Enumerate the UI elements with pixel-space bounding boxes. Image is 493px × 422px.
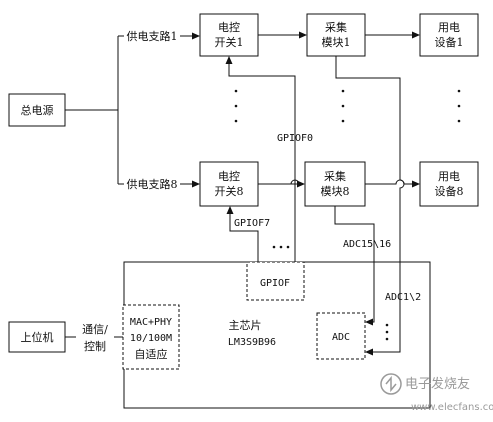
main-power-label: 总电源 bbox=[21, 103, 54, 117]
adc-label: ADC bbox=[332, 332, 350, 343]
gpiof0-hop bbox=[290, 179, 300, 185]
watermark-url: www.elecfans.com bbox=[411, 402, 493, 413]
adc1-2-label: ADC1\2 bbox=[385, 292, 421, 303]
collector8-label-line2: 模块8 bbox=[321, 185, 350, 198]
switch8-label-line2: 开关8 bbox=[215, 184, 244, 198]
device8-label-line2: 设备8 bbox=[435, 184, 464, 198]
host-pc-label: 上位机 bbox=[21, 330, 54, 344]
host-pc-box bbox=[8, 321, 66, 353]
adc15-16-label: ADC15\16 bbox=[343, 239, 391, 250]
device1-box bbox=[419, 13, 479, 57]
switch1-label-line1: 电控 bbox=[218, 20, 240, 34]
branch1-label: 供电支路1 bbox=[127, 29, 178, 43]
device8-box bbox=[419, 161, 479, 207]
watermark: 电子发烧友 www.elecfans.com bbox=[380, 373, 493, 413]
device8-label-line1: 用电 bbox=[438, 170, 460, 183]
main-chip-name: 主芯片 bbox=[229, 318, 262, 332]
mac-label-line1: MAC+PHY bbox=[130, 317, 172, 328]
gpiof0-label: GPIOF0 bbox=[277, 133, 313, 144]
host-link-label-line2: 控制 bbox=[84, 339, 106, 353]
switch8-box bbox=[199, 161, 259, 207]
mac-label-line3: 自适应 bbox=[135, 347, 168, 361]
gpiof-label: GPIOF bbox=[260, 278, 290, 289]
device1-label-line2: 设备1 bbox=[435, 35, 464, 49]
main-chip-model: LM3S9B96 bbox=[228, 337, 276, 348]
watermark-brand: 电子发烧友 bbox=[405, 376, 470, 392]
adc1-2-line bbox=[335, 56, 405, 356]
host-link-label-line1: 通信/ bbox=[82, 323, 108, 336]
adc15-16-line bbox=[334, 206, 375, 326]
ellipsis-switch-column bbox=[234, 89, 238, 123]
branch8-label: 供电支路8 bbox=[127, 177, 178, 191]
gpiof7-line bbox=[226, 206, 259, 262]
ellipsis-device-column bbox=[457, 89, 461, 123]
gpiof-box bbox=[246, 261, 305, 301]
elecfans-logo-icon bbox=[380, 373, 402, 395]
collector1-label-line2: 模块1 bbox=[322, 36, 351, 49]
gpiof0-line bbox=[229, 57, 296, 262]
arrow-collector8-to-device8 bbox=[365, 179, 420, 188]
gpiof7-label: GPIOF7 bbox=[234, 218, 270, 229]
ellipsis-adc-column bbox=[385, 323, 389, 341]
collector8-label-line1: 采集 bbox=[324, 169, 346, 183]
mac-phy-box bbox=[122, 304, 180, 370]
switch8-label-line1: 电控 bbox=[218, 169, 240, 183]
ellipsis-gpio-row bbox=[272, 245, 290, 249]
ellipsis-collector-column bbox=[341, 89, 345, 123]
adc-box bbox=[316, 312, 366, 360]
collector1-label-line1: 采集 bbox=[325, 20, 347, 34]
main-power-box bbox=[8, 93, 66, 127]
switch1-label-line2: 开关1 bbox=[215, 35, 244, 49]
device1-label-line1: 用电 bbox=[438, 21, 460, 34]
mac-label-line2: 10/100M bbox=[130, 333, 172, 344]
collector8-box bbox=[304, 161, 366, 207]
